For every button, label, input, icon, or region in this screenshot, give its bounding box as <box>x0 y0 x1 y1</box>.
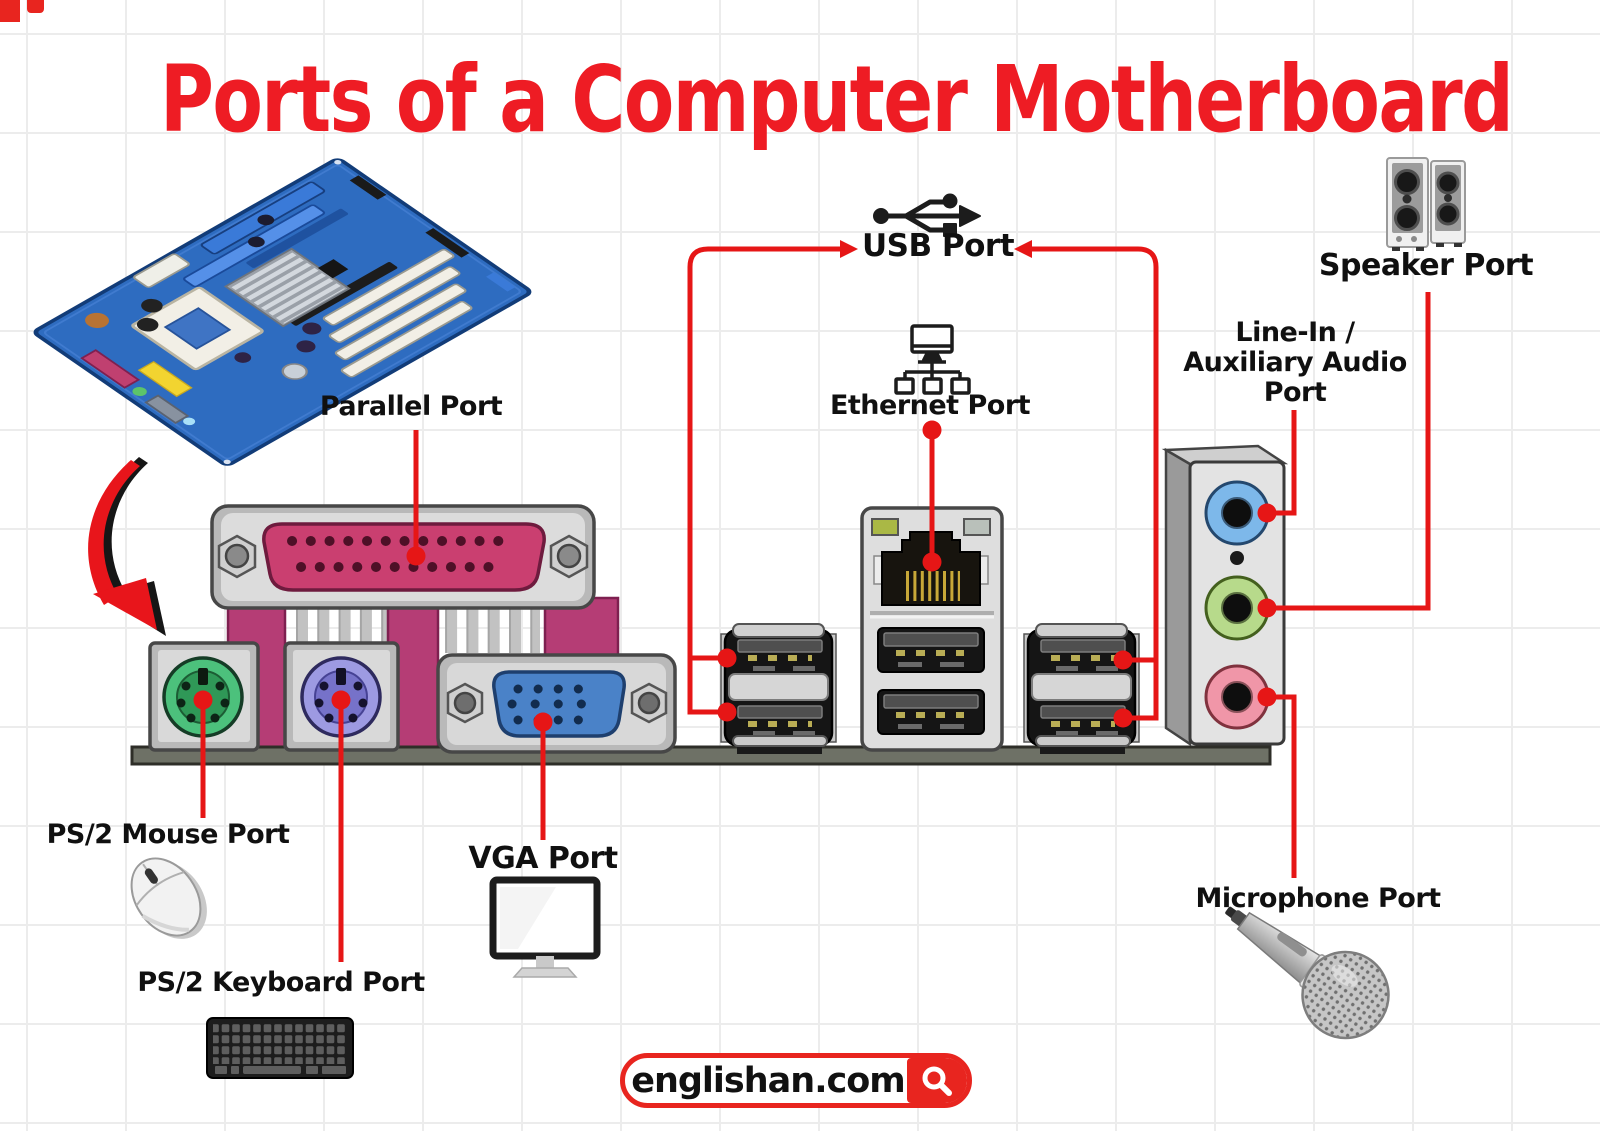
site-search-pill: englishan.com <box>620 1053 972 1108</box>
ethernet-port-connector <box>860 506 1004 752</box>
line-speaker <box>1270 292 1431 611</box>
connector-lines <box>193 240 1431 962</box>
speaker-jack <box>1204 575 1270 641</box>
usb-stack-connector <box>720 623 837 754</box>
panel-dot <box>1230 551 1244 565</box>
monitor-icon <box>489 876 601 978</box>
line-microphone <box>1270 694 1297 878</box>
motherboard-image <box>33 158 532 466</box>
label-vga-port: VGA Port <box>468 841 618 876</box>
audio-jacks-panel <box>1161 444 1289 747</box>
line-in-jack <box>1204 480 1270 546</box>
microphone-jack <box>1204 664 1270 730</box>
label-line-in-1: Line-In / <box>1235 317 1355 348</box>
site-name: englishan.com <box>631 1060 906 1101</box>
label-ps2-keyboard-port: PS/2 Keyboard Port <box>137 967 425 998</box>
label-line-in-port: Line-In / Auxiliary Audio Port <box>1183 318 1407 408</box>
keyboard-icon <box>206 1017 354 1079</box>
usb-stack-connector <box>1024 624 1139 754</box>
label-parallel-port: Parallel Port <box>319 391 503 422</box>
label-ps2-mouse-port: PS/2 Mouse Port <box>46 819 290 850</box>
label-line-in-2: Auxiliary Audio <box>1183 347 1407 378</box>
corner-decoration <box>0 0 20 22</box>
label-microphone-port: Microphone Port <box>1195 883 1441 914</box>
label-line-in-3: Port <box>1263 377 1327 408</box>
io-panel <box>130 444 1289 766</box>
curved-arrow <box>88 457 166 636</box>
label-ethernet-port: Ethernet Port <box>829 390 1031 421</box>
parallel-port-connector <box>210 504 596 610</box>
corner-decoration <box>27 0 44 13</box>
magnifier-icon <box>922 1066 952 1096</box>
vga-port-connector <box>436 653 677 754</box>
line-line-in <box>1270 410 1297 516</box>
speakers-icon <box>1386 157 1466 251</box>
search-button <box>907 1058 967 1103</box>
network-nodes-icon <box>894 324 971 395</box>
mouse-icon <box>130 857 207 939</box>
label-usb-port: USB Port <box>861 228 1015 264</box>
usb-trident-icon <box>873 193 981 237</box>
label-speaker-port: Speaker Port <box>1318 248 1534 283</box>
page-title: Ports of a Computer Motherboard <box>160 46 1514 153</box>
microphone-icon <box>1225 906 1390 1040</box>
